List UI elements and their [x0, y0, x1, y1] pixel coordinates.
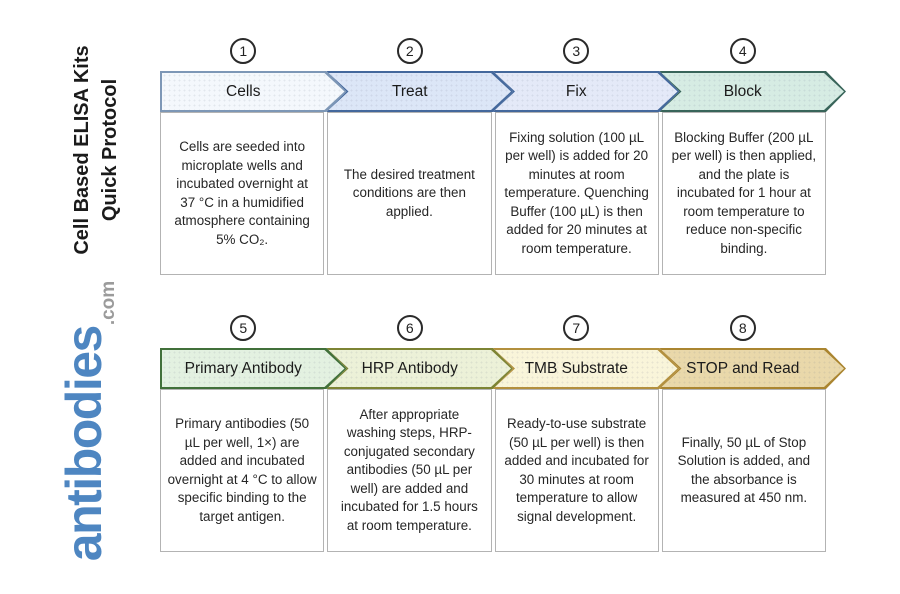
step-label: HRP Antibody	[361, 359, 458, 377]
step-number: 6	[405, 320, 414, 336]
step-label: Block	[723, 82, 762, 100]
step-label: STOP and Read	[686, 359, 800, 377]
step-arrow-tmb-substrate: TMB Substrate	[493, 348, 660, 389]
brand-logo: antibodies .com	[56, 271, 131, 571]
step-arrow-primary-antibody: Primary Antibody	[160, 348, 327, 389]
step-description-box: Ready-to-use substrate (50 µL per well) …	[494, 389, 659, 552]
step-label: Primary Antibody	[184, 359, 302, 377]
chevron-arrow-shape	[160, 71, 347, 112]
protocol-row-1: 1 2 3 4 Cells Treat Fix	[160, 38, 826, 275]
step-number-circle: 1	[230, 38, 257, 64]
chevron-arrow-shape	[493, 71, 680, 112]
protocol-content: 1 2 3 4 Cells Treat Fix	[160, 38, 826, 552]
step-arrow-stop-and-read: STOP and Read	[660, 348, 827, 389]
step-number-circle: 4	[729, 38, 756, 64]
page-title-line2: Quick Protocol	[99, 78, 122, 222]
step-description: Ready-to-use substrate (50 µL per well) …	[504, 416, 649, 524]
step-arrow-hrp-antibody: HRP Antibody	[327, 348, 494, 389]
step-number-row: 1 2 3 4	[160, 38, 826, 64]
step-label: Fix	[565, 82, 587, 100]
step-description-row: Primary antibodies (50 µL per well, 1×) …	[160, 389, 826, 552]
step-number-row: 5 6 7 8	[160, 315, 826, 341]
step-number-circle: 6	[396, 315, 423, 341]
step-number: 1	[239, 43, 248, 59]
step-arrow-row: Primary Antibody HRP Antibody TMB Substr…	[160, 348, 826, 389]
step-description: Cells are seeded into microplate wells a…	[174, 139, 310, 247]
step-description: After appropriate washing steps, HRP-con…	[340, 406, 478, 533]
step-arrow-fix: Fix	[493, 71, 660, 112]
step-description-box: Blocking Buffer (200 µL per well) is the…	[661, 112, 826, 275]
chevron-arrow-shape	[660, 71, 847, 112]
step-number: 2	[405, 43, 414, 59]
step-description: Primary antibodies (50 µL per well, 1×) …	[167, 416, 317, 524]
logo-tld: .com	[98, 280, 119, 326]
step-arrow-treat: Treat	[327, 71, 494, 112]
page-title-line1: Cell Based ELISA Kits	[71, 45, 93, 255]
step-number-circle: 5	[230, 315, 257, 341]
step-number: 7	[572, 320, 581, 336]
step-number: 8	[738, 320, 747, 336]
step-number-circle: 7	[563, 315, 590, 341]
logo-name: antibodies	[56, 326, 112, 562]
step-label: Cells	[226, 82, 261, 100]
chevron-arrow-shape	[327, 348, 514, 389]
chevron-arrow-shape	[660, 348, 847, 389]
step-number-circle: 2	[396, 38, 423, 64]
step-description: Fixing solution (100 µL per well) is add…	[504, 129, 649, 256]
step-description: Blocking Buffer (200 µL per well) is the…	[671, 129, 817, 256]
step-number: 5	[239, 320, 248, 336]
step-description-box: After appropriate washing steps, HRP-con…	[327, 389, 492, 552]
step-arrow-cells: Cells	[160, 71, 327, 112]
page-title: Cell Based ELISA Kits Quick Protocol	[68, 30, 126, 270]
chevron-arrow-shape	[493, 348, 680, 389]
step-description: The desired treatment conditions are the…	[343, 166, 475, 219]
step-label: Treat	[391, 82, 428, 100]
step-description-box: Cells are seeded into microplate wells a…	[160, 112, 325, 275]
step-number: 4	[738, 43, 747, 59]
step-number: 3	[572, 43, 581, 59]
step-description-box: Fixing solution (100 µL per well) is add…	[494, 112, 659, 275]
chevron-arrow-shape	[160, 348, 347, 389]
step-description-box: Finally, 50 µL of Stop Solution is added…	[661, 389, 826, 552]
step-label: TMB Substrate	[524, 359, 628, 377]
step-description-box: The desired treatment conditions are the…	[327, 112, 492, 275]
step-number-circle: 3	[563, 38, 590, 64]
step-arrow-row: Cells Treat Fix Block	[160, 71, 826, 112]
step-number-circle: 8	[729, 315, 756, 341]
protocol-row-2: 5 6 7 8 Primary Antibody HRP Antibody TM…	[160, 315, 826, 552]
chevron-arrow-shape	[327, 71, 514, 112]
step-description-box: Primary antibodies (50 µL per well, 1×) …	[160, 389, 325, 552]
step-arrow-block: Block	[660, 71, 827, 112]
step-description-row: Cells are seeded into microplate wells a…	[160, 112, 826, 275]
step-description: Finally, 50 µL of Stop Solution is added…	[677, 434, 811, 506]
